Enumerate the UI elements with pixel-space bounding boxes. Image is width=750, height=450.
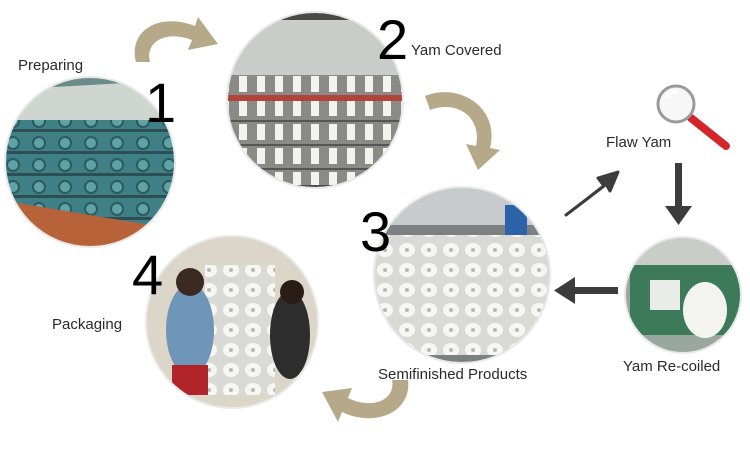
curved-arrow-3-to-4: [322, 380, 408, 422]
step-number-1: 1: [145, 75, 176, 131]
step-number-2: 2: [377, 12, 408, 68]
curved-arrow-2-to-3: [425, 92, 500, 170]
semifinished-photo: [370, 185, 555, 365]
step-number-4: 4: [132, 247, 163, 303]
flaw-yam-label: Flaw Yam: [606, 134, 671, 151]
semifinished-label: Semifinished Products: [378, 366, 527, 383]
arrow-flaw-to-recoiled: [665, 163, 692, 225]
step-number-3: 3: [360, 204, 391, 260]
arrow-3-to-flaw: [566, 172, 618, 215]
preparing-label: Preparing: [18, 57, 83, 74]
arrow-recoiled-to-3: [554, 277, 618, 304]
yam-covered-label: Yam Covered: [411, 42, 502, 59]
yam-recoiled-label: Yam Re-coiled: [623, 358, 720, 375]
packaging-label: Packaging: [52, 316, 122, 333]
curved-arrow-1-to-2: [135, 17, 218, 62]
